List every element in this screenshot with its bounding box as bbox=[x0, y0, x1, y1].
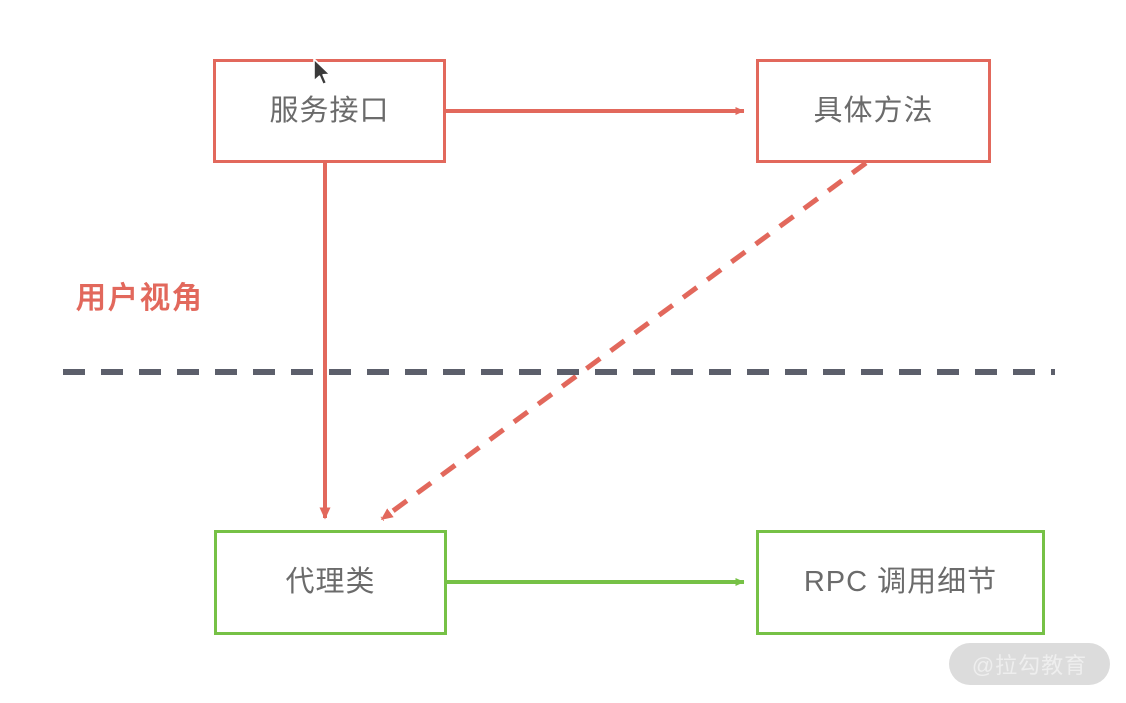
node-label-concrete-method: 具体方法 bbox=[813, 94, 934, 127]
user-perspective-label: 用户视角 bbox=[76, 282, 204, 315]
node-service-interface[interactable]: 服务接口 bbox=[213, 59, 446, 163]
edge-concrete-method-to-proxy-class bbox=[380, 160, 868, 522]
watermark-badge: @拉勾教育 bbox=[949, 643, 1110, 685]
node-label-rpc-detail: RPC 调用细节 bbox=[803, 566, 998, 598]
node-rpc-detail[interactable]: RPC 调用细节 bbox=[756, 530, 1045, 635]
node-label-proxy-class: 代理类 bbox=[285, 566, 376, 598]
node-concrete-method[interactable]: 具体方法 bbox=[756, 59, 991, 163]
node-label-service-interface: 服务接口 bbox=[269, 94, 390, 127]
node-proxy-class[interactable]: 代理类 bbox=[214, 530, 447, 635]
watermark-text: @拉勾教育 bbox=[971, 653, 1088, 678]
